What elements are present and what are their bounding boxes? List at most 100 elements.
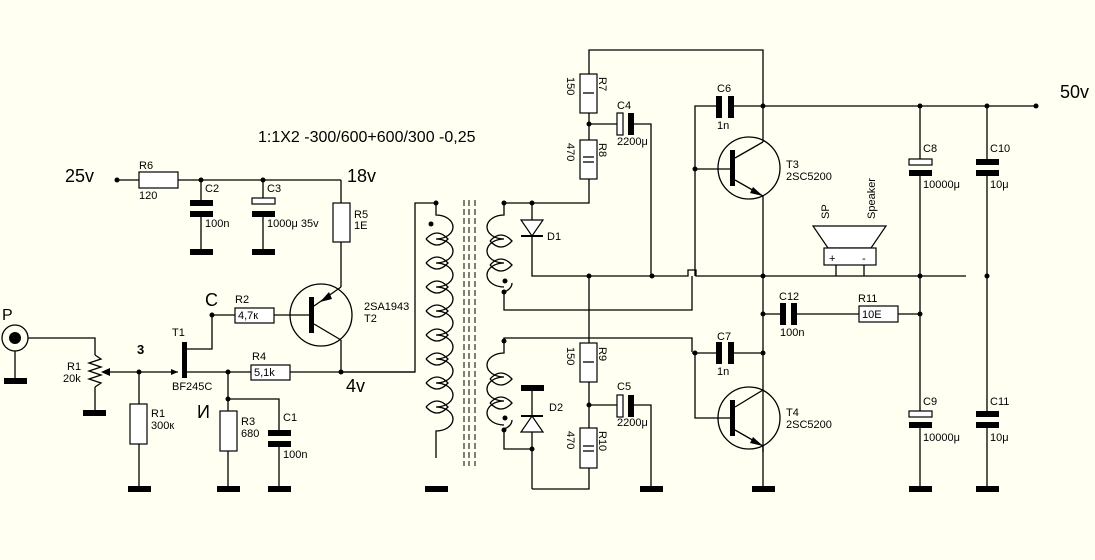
svg-text:R3: R3 (241, 416, 255, 428)
input-jack[interactable]: P (1, 307, 29, 384)
transformer-ratio-note: 1:1X2 -300/600+600/300 -0,25 (258, 129, 476, 146)
resistor-r5[interactable]: R5 1E (332, 180, 368, 243)
speaker[interactable]: + - SP Speaker (811, 178, 888, 276)
svg-text:C10: C10 (990, 143, 1010, 155)
transformer[interactable] (341, 200, 513, 492)
svg-text:Speaker: Speaker (866, 178, 878, 219)
svg-text:10000μ: 10000μ (923, 179, 960, 191)
svg-text:+: + (829, 253, 835, 265)
svg-text:2200μ: 2200μ (617, 136, 648, 148)
svg-text:T2: T2 (364, 313, 377, 325)
diode-d1[interactable]: D1 (519, 203, 589, 277)
svg-text:C2: C2 (205, 183, 219, 195)
jfet-t1[interactable]: T1 BF245C (172, 315, 415, 393)
capacitor-c12[interactable]: C12 100n (763, 291, 859, 339)
svg-text:R9: R9 (596, 347, 608, 361)
svg-text:2SA1943: 2SA1943 (364, 301, 409, 313)
svg-text:C7: C7 (717, 331, 731, 343)
svg-text:10000μ: 10000μ (923, 432, 960, 444)
diode-d2[interactable]: D2 (519, 385, 563, 489)
svg-text:R10: R10 (596, 431, 608, 451)
resistor-r1[interactable]: R1 300к (128, 372, 174, 492)
resistor-r6[interactable]: R6 120 (117, 160, 341, 202)
svg-text:И: И (197, 402, 210, 422)
resistor-r9[interactable]: R9 150 (564, 342, 608, 383)
svg-text:2200μ: 2200μ (617, 417, 648, 429)
potentiometer-r1[interactable]: R1 20k (63, 354, 110, 416)
transistor-t4[interactable]: T4 2SC5200 (694, 353, 832, 492)
svg-text:R1: R1 (151, 408, 165, 420)
svg-text:C3: C3 (267, 183, 281, 195)
svg-text:-: - (862, 253, 866, 265)
capacitor-c2[interactable]: C2 100n (190, 180, 229, 255)
transistor-t3[interactable]: T3 2SC5200 (695, 106, 832, 452)
svg-text:D1: D1 (547, 231, 561, 243)
capacitor-c4[interactable]: C4 2200μ (589, 100, 652, 276)
svg-text:100n: 100n (780, 327, 804, 339)
svg-text:470: 470 (564, 143, 576, 161)
svg-text:C11: C11 (990, 396, 1009, 408)
svg-text:1n: 1n (717, 366, 729, 378)
svg-text:5,1k: 5,1k (254, 367, 275, 379)
resistor-r4[interactable]: R4 5,1k (250, 351, 291, 381)
svg-text:100n: 100n (205, 218, 229, 230)
svg-text:10E: 10E (862, 309, 882, 321)
svg-text:18v: 18v (347, 166, 376, 186)
svg-text:150: 150 (564, 347, 576, 365)
capacitor-c11[interactable]: C11 10μ (976, 276, 1009, 492)
svg-text:BF245C: BF245C (172, 381, 212, 393)
resistor-r7[interactable]: R7 150 (564, 73, 608, 114)
svg-text:C12: C12 (779, 291, 799, 303)
svg-text:C5: C5 (617, 381, 631, 393)
svg-text:T3: T3 (786, 159, 799, 171)
resistor-r8[interactable]: R8 470 (564, 139, 608, 180)
svg-text:C: C (205, 290, 218, 310)
capacitor-c7[interactable]: C7 1n (692, 331, 763, 378)
svg-text:680: 680 (241, 428, 259, 440)
svg-text:R1: R1 (67, 361, 81, 373)
resistor-r10[interactable]: R10 470 (564, 427, 608, 469)
svg-text:10μ: 10μ (990, 179, 1009, 191)
svg-text:C4: C4 (617, 100, 631, 112)
capacitor-c5[interactable]: C5 2200μ (589, 381, 663, 492)
transistor-t2[interactable]: 2SA1943 T2 (289, 232, 409, 372)
svg-text:R5: R5 (354, 209, 368, 221)
svg-text:4,7к: 4,7к (238, 310, 258, 322)
svg-text:25v: 25v (65, 166, 94, 186)
svg-text:R8: R8 (596, 143, 608, 157)
svg-text:1000μ 35v: 1000μ 35v (267, 218, 319, 230)
svg-text:C9: C9 (923, 396, 937, 408)
svg-text:120: 120 (139, 190, 157, 202)
svg-text:4v: 4v (346, 376, 365, 396)
svg-text:T4: T4 (786, 407, 799, 419)
svg-text:470: 470 (564, 431, 576, 449)
svg-text:R2: R2 (235, 294, 249, 306)
svg-text:150: 150 (564, 77, 576, 95)
svg-text:50v: 50v (1060, 82, 1089, 102)
resistor-r11[interactable]: R11 10E (858, 293, 920, 323)
svg-text:R6: R6 (139, 160, 153, 172)
capacitor-c3[interactable]: C3 1000μ 35v (251, 180, 319, 255)
svg-text:3: 3 (137, 342, 144, 357)
svg-text:C8: C8 (923, 143, 937, 155)
svg-text:D2: D2 (549, 402, 563, 414)
svg-text:1n: 1n (717, 120, 729, 132)
svg-text:R7: R7 (596, 77, 608, 91)
capacitor-c9[interactable]: C9 10000μ (908, 276, 960, 492)
resistor-r2[interactable]: R2 4,7к (212, 294, 309, 324)
svg-text:2SC5200: 2SC5200 (786, 171, 832, 183)
svg-text:SP: SP (820, 204, 832, 219)
svg-text:T1: T1 (172, 327, 185, 339)
svg-text:20k: 20k (63, 373, 81, 385)
svg-text:300к: 300к (151, 420, 174, 432)
svg-text:1E: 1E (354, 220, 367, 232)
node-p-label: P (2, 307, 13, 324)
capacitor-c8[interactable]: C8 10000μ (908, 106, 960, 276)
svg-text:C6: C6 (717, 83, 731, 95)
svg-text:R4: R4 (252, 351, 266, 363)
svg-text:100n: 100n (283, 449, 307, 461)
resistor-r3[interactable]: R3 680 (217, 410, 259, 492)
capacitor-c1[interactable]: C1 100n (228, 398, 307, 492)
capacitor-c10[interactable]: C10 10μ (976, 106, 1010, 276)
